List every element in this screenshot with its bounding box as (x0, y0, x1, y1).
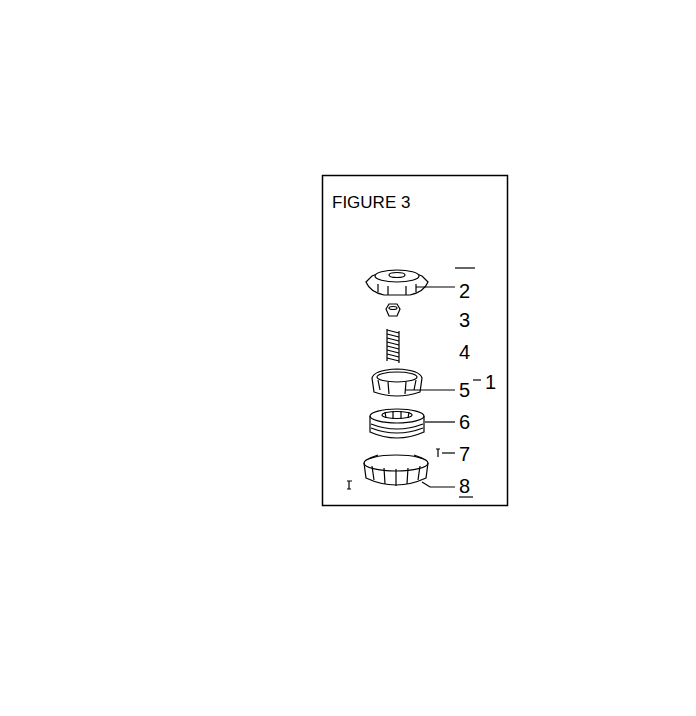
screw-part (347, 481, 352, 489)
callout-number: 7 (459, 444, 470, 464)
hub-part (372, 369, 422, 396)
group-bracket (455, 268, 475, 497)
callout-number: 3 (459, 310, 470, 330)
screw-part (436, 449, 440, 457)
callout-number: 2 (459, 281, 470, 301)
callout-number: 1 (485, 372, 496, 392)
housing-part (364, 455, 428, 486)
figure-title: FIGURE 3 (332, 194, 410, 211)
spring-part (387, 329, 399, 363)
callout-number: 4 (459, 342, 470, 362)
leader-line (406, 287, 481, 487)
spool-part (370, 409, 424, 438)
figure-frame (323, 176, 508, 506)
nut-part (386, 304, 400, 316)
callout-number: 8 (459, 476, 470, 496)
callout-number: 6 (459, 412, 470, 432)
callout-number: 5 (459, 380, 470, 400)
cap-part (366, 270, 428, 295)
